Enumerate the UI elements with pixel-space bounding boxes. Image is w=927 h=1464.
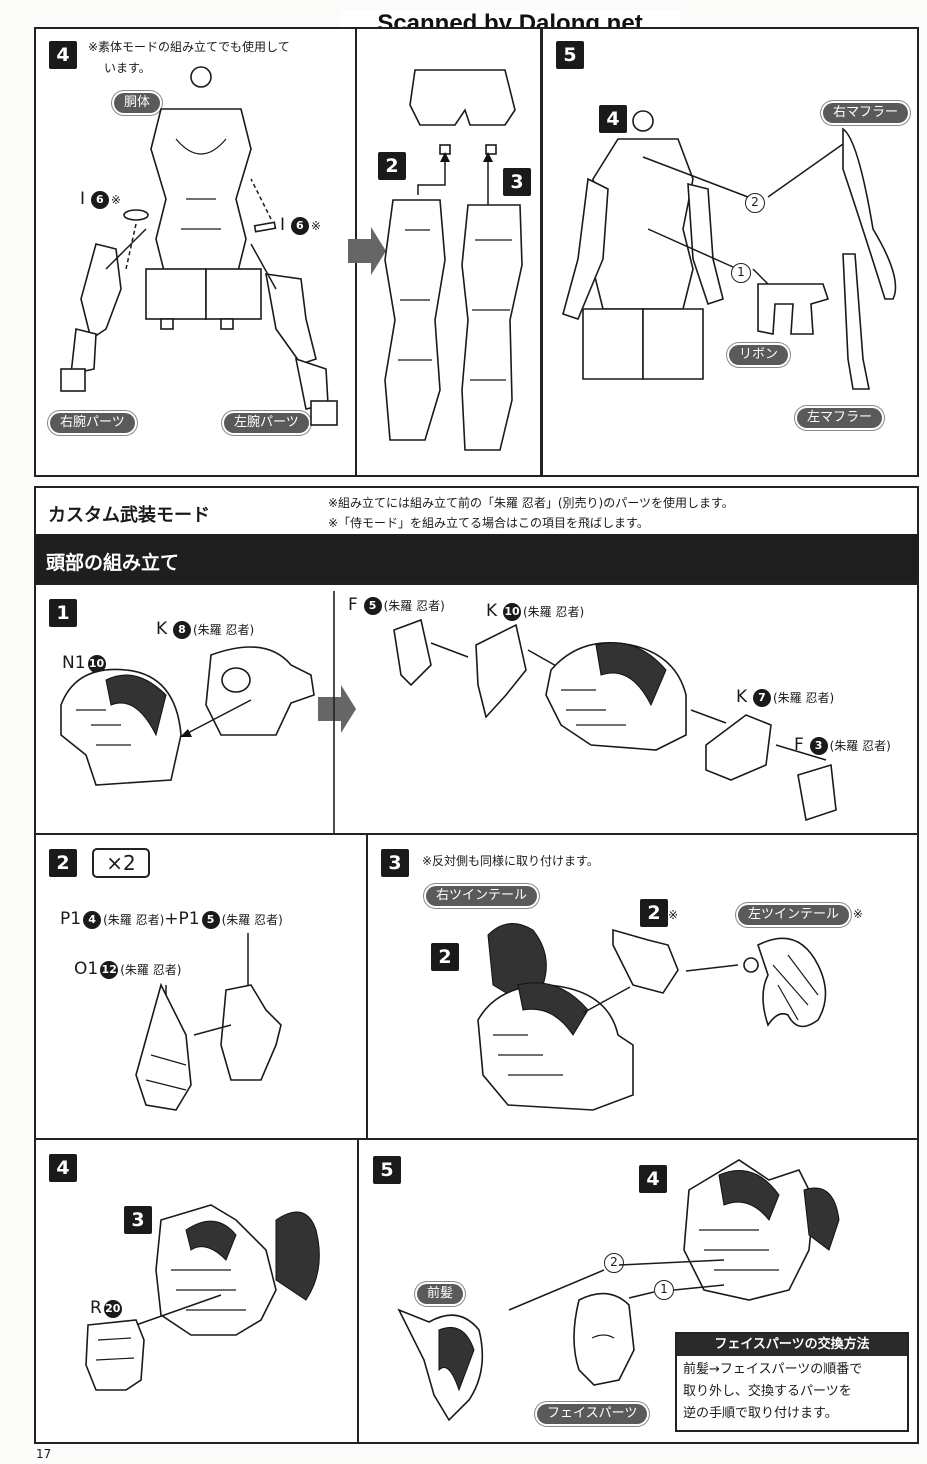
torso-label: 胴体 [114,93,161,113]
head-step2-illustration [135,933,282,1111]
section-note-2: ※「侍モード」を組み立てる場合はこの項目を飛ばします。 [328,516,649,530]
right-twintail-label: 右ツインテール [426,886,538,906]
part-k8: K 8(朱羅 忍者) [156,619,255,639]
torso-assembly-illustration [60,29,386,475]
leg-num-2: 2 [378,152,406,180]
step-number: 3 [381,849,409,877]
page-number: 17 [36,1447,52,1461]
face-swap-title: フェイスパーツの交換方法 [677,1334,907,1356]
section-title: カスタム武装モード [48,505,210,526]
part-i6-left: I 6※ [80,189,121,209]
order-1-badge: 1 [654,1280,674,1300]
full-body-illustration [562,110,897,390]
head-step3-illustration [477,923,827,1111]
leg-num-3: 3 [503,168,531,196]
sub-num-2a: 2 [431,943,459,971]
face-swap-line2: 取り外し、交換するパーツを [683,1384,852,1399]
right-muffler-label: 右マフラー [823,103,909,123]
face-swap-line1: 前髪→フェイスパーツの順番で [683,1362,863,1377]
step-number: 1 [49,599,77,627]
body-sub-num: 4 [599,105,627,133]
step-number: 5 [556,41,584,69]
order-2-badge: 2 [745,193,765,213]
face-swap-line3: 逆の手順で取り付けます。 [683,1406,838,1421]
subsection-title: 頭部の組み立て [46,552,180,574]
section-note-1: ※組み立てには組み立て前の「朱羅 忍者」(別売り)のパーツを使用します。 [328,496,734,510]
top-step5-panel: 5 4 右マフラー リボン 左マフラー 2 1 [541,27,919,477]
part-k7: K 7(朱羅 忍者) [736,687,835,707]
step-note: ※素体モードの組み立てでも使用して [88,40,290,54]
sub-num-3: 3 [124,1206,152,1234]
step-number: 4 [49,41,77,69]
face-parts-label: フェイスパーツ [537,1404,648,1424]
top-step4-panel: 4 ※素体モードの組み立てでも使用して います。 胴体 I 6※ I 6※ 右腕… [34,27,542,477]
step-note: ※反対側も同様に取り付けます。 [422,854,599,868]
head-step5-panel: 5 4 前髪 フェイスパーツ 2 1 フェイスパーツの交換方法 前髪→フェイスパ… [357,1138,919,1444]
left-muffler-label: 左マフラー [797,408,883,428]
sub-num-2b: 2※ [640,899,678,927]
head-step1-illustration [60,591,837,833]
left-arm-label: 左腕パーツ [224,413,309,433]
step-number: 2 [49,849,77,877]
step-number: 5 [373,1156,401,1184]
head-step4-illustration [85,1204,320,1391]
step-note-2: います。 [104,61,151,75]
part-f5: F 5(朱羅 忍者) [348,595,445,615]
step-number: 4 [49,1154,77,1182]
ribbon-label: リボン [729,345,789,365]
sub-num-4: 4 [639,1165,667,1193]
order-1-badge: 1 [731,263,751,283]
part-f3: F 3(朱羅 忍者) [794,735,891,755]
bangs-label: 前髪 [417,1284,464,1304]
subsection-bar: 頭部の組み立て [34,534,919,584]
left-twintail-label: 左ツインテール ※ [738,905,863,925]
head-step3-panel: 3 ※反対側も同様に取り付けます。 右ツインテール 2 2※ 左ツインテール ※ [366,833,919,1140]
part-k10: K 10(朱羅 忍者) [486,601,585,621]
multiplier-box: ×2 [92,848,150,878]
face-swap-box: フェイスパーツの交換方法 前髪→フェイスパーツの順番で 取り外し、交換するパーツ… [675,1332,909,1432]
order-2-badge: 2 [604,1253,624,1273]
right-arm-label: 右腕パーツ [50,413,135,433]
head-step5-illustration [397,1159,840,1422]
section-header: カスタム武装モード ※組み立てには組み立て前の「朱羅 忍者」(別売り)のパーツを… [34,486,919,536]
part-i6-right: I 6※ [280,215,321,235]
